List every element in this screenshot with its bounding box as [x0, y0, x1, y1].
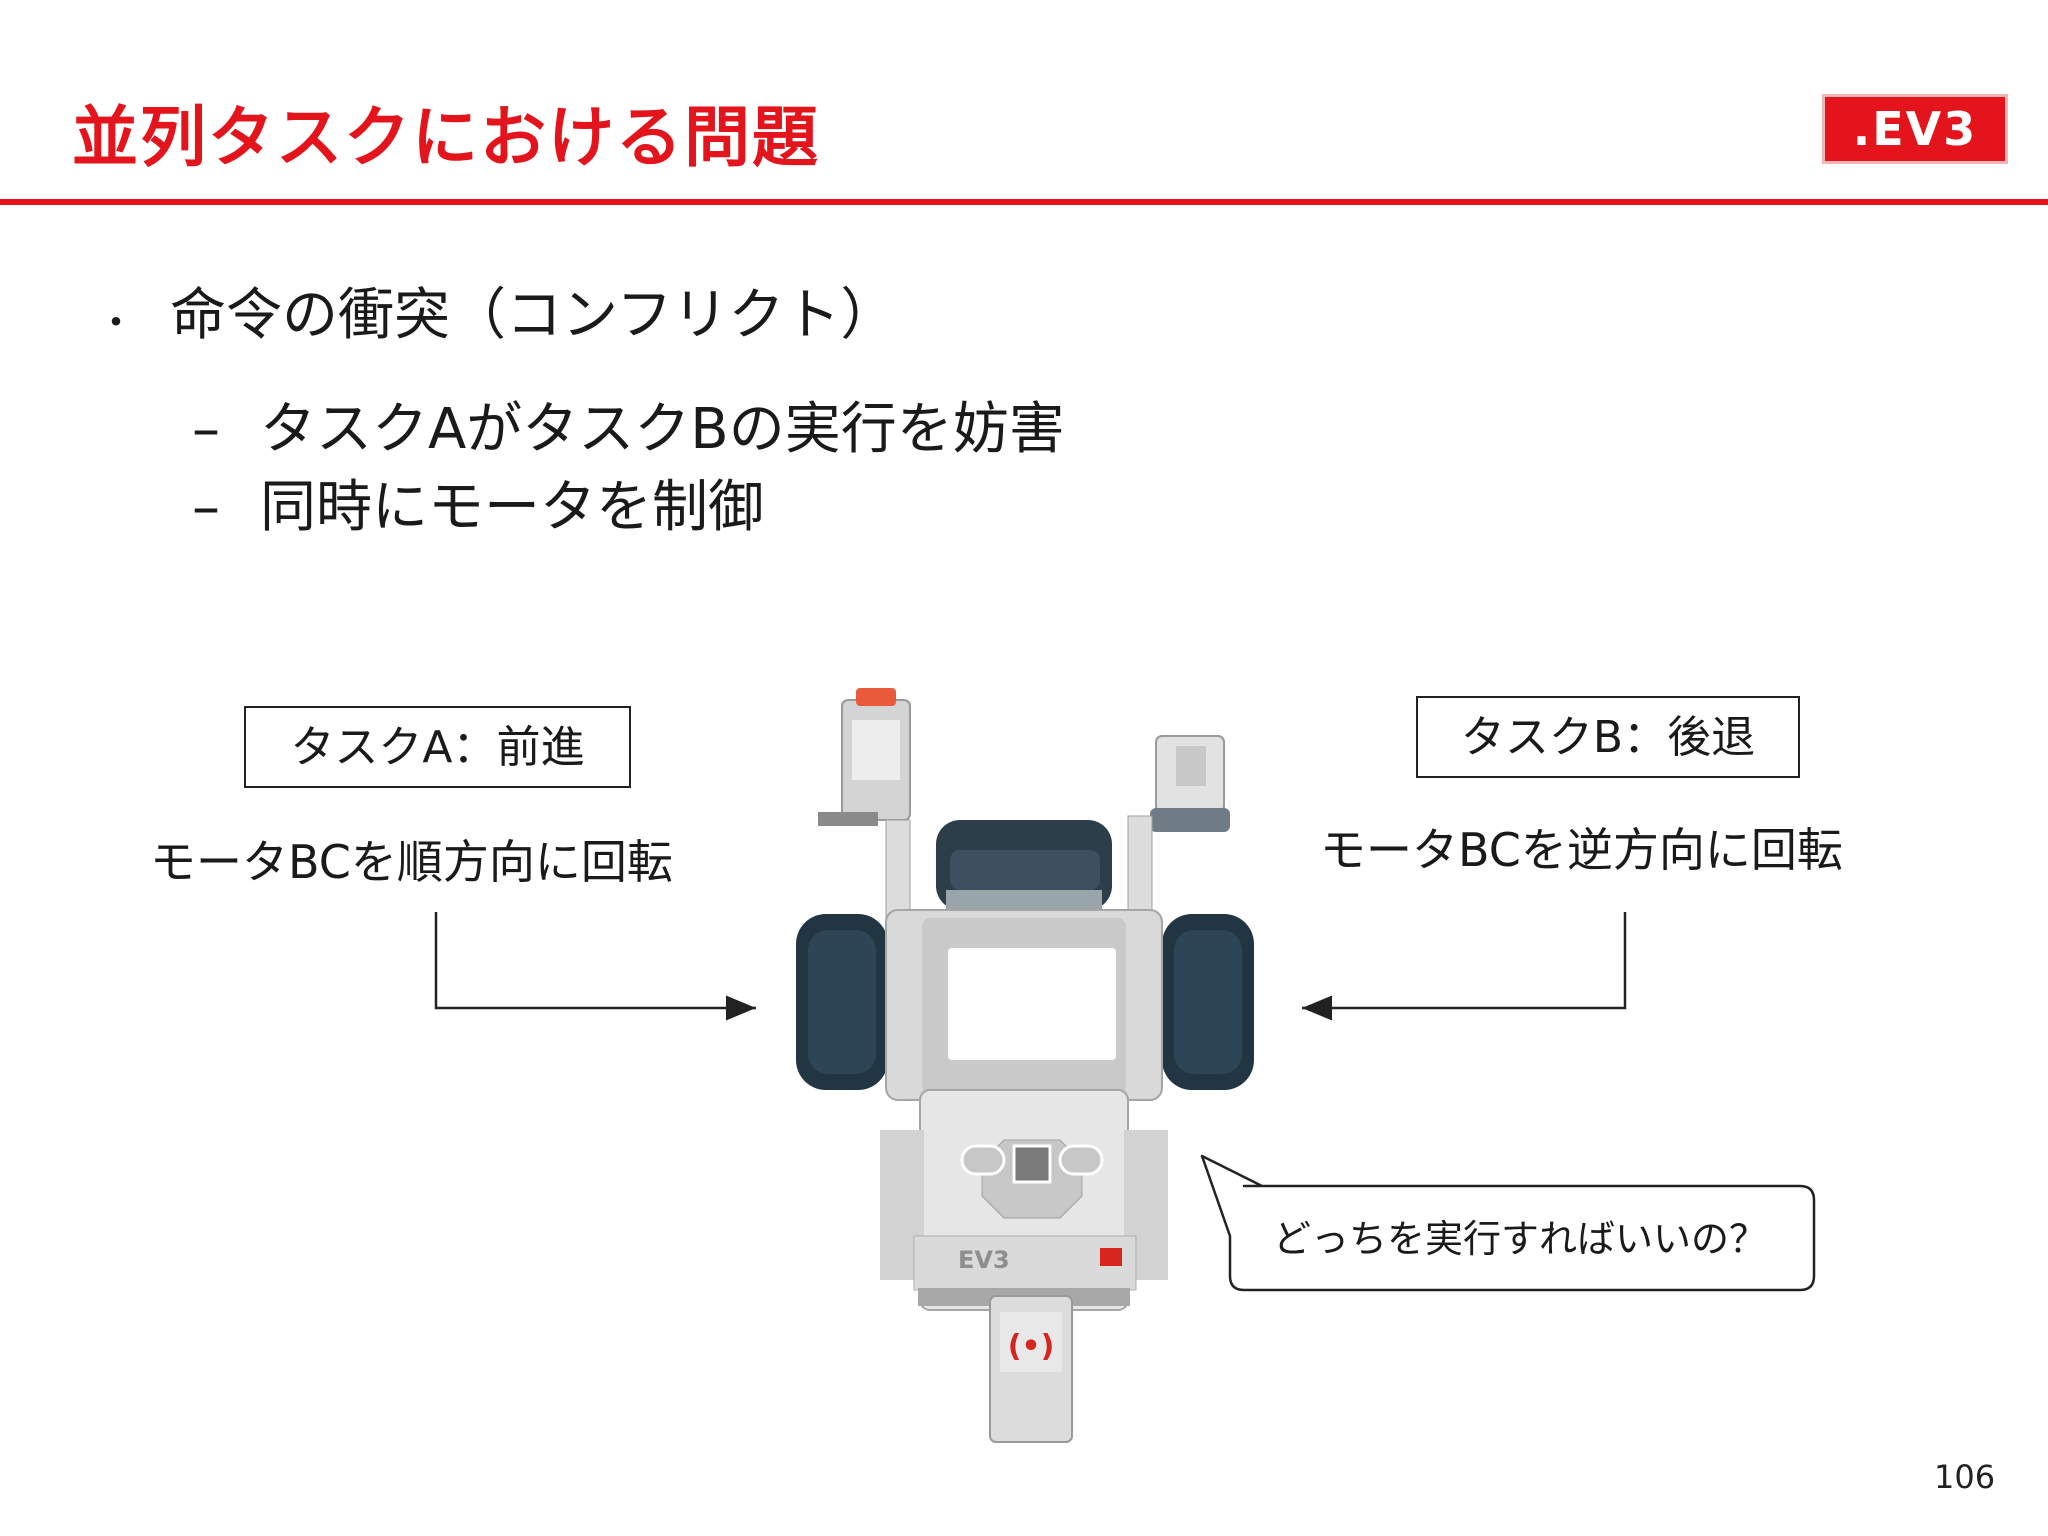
bullet-item: ・命令の衝突（コンフリクト）: [96, 270, 896, 351]
task-b-description: モータBCを逆方向に回転: [1320, 823, 1843, 877]
sub-item-text: 同時にモータを制御: [260, 475, 764, 540]
title-divider: [0, 199, 2048, 205]
task-a-arrow: [434, 912, 756, 1021]
task-a-label-box: タスクA：前進: [244, 706, 631, 788]
sub-item-text: タスクAがタスクBの実行を妨害: [260, 397, 1065, 462]
task-b-label-box: タスクB：後退: [1416, 696, 1800, 778]
task-a-description: モータBCを順方向に回転: [150, 835, 673, 889]
page-number: 106: [1934, 1458, 1996, 1496]
ev3-logo: .EV3: [1822, 94, 2008, 164]
ev3-robot-image: [796, 688, 1254, 1443]
sub-item: –タスクAがタスクBの実行を妨害: [192, 384, 1065, 465]
bullet-marker: ・: [96, 299, 136, 346]
robot-sensor-mark: (•): [1008, 1329, 1055, 1364]
slide-title: 並列タスクにおける問題: [72, 99, 820, 176]
speech-bubble-text: どっちを実行すればいいの？: [1272, 1217, 1767, 1261]
robot-brick-label: EV3: [958, 1246, 1010, 1274]
bullet-text: 命令の衝突（コンフリクト）: [170, 283, 897, 348]
task-b-arrow: [1302, 912, 1627, 1021]
sub-item: –同時にモータを制御: [192, 462, 764, 543]
sub-item-dash: –: [192, 475, 220, 540]
speech-bubble: [1200, 1154, 1816, 1292]
sub-item-dash: –: [192, 397, 220, 462]
